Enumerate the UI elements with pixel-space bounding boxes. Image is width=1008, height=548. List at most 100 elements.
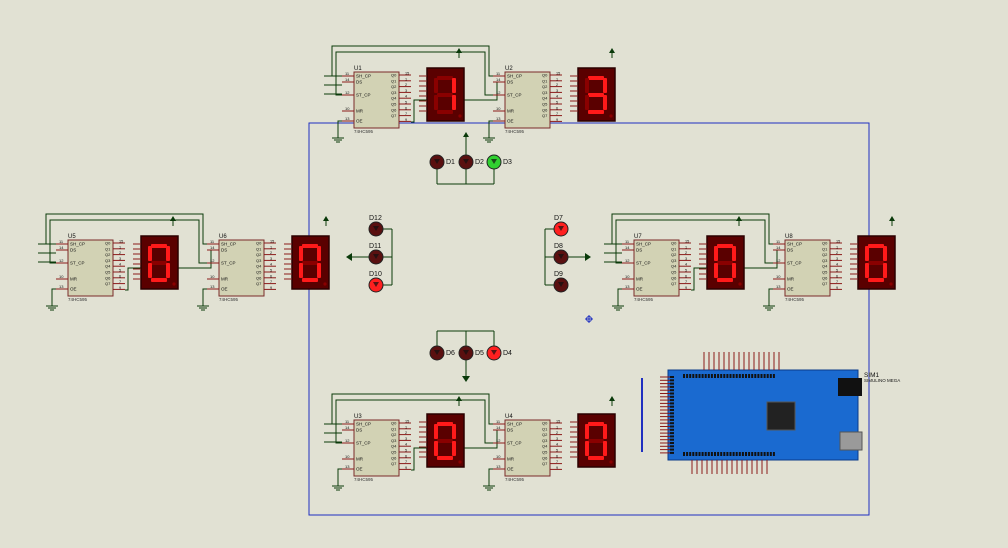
led[interactable]: D2 xyxy=(458,154,484,184)
chip-body[interactable] xyxy=(353,71,400,129)
header-pin xyxy=(754,374,757,378)
pin-label: Q5 xyxy=(822,270,828,275)
pin-number: 11 xyxy=(496,71,501,76)
pin-label: ST_CP xyxy=(787,261,802,266)
header-pin xyxy=(695,374,698,378)
led[interactable]: D7 xyxy=(545,215,569,237)
display-segment xyxy=(603,95,607,110)
display-segment xyxy=(434,424,438,439)
pin-number: 9 xyxy=(556,118,558,122)
chip-body[interactable] xyxy=(218,239,265,297)
pin-number: 4 xyxy=(556,95,558,99)
frame-border xyxy=(308,122,870,516)
led[interactable]: D3 xyxy=(486,154,512,184)
display-segment xyxy=(588,422,604,426)
header-pin xyxy=(670,435,674,438)
chip-body[interactable] xyxy=(504,419,551,477)
power-arrow-icon xyxy=(609,396,615,401)
header-pin xyxy=(670,399,674,402)
simulino-mega-board[interactable] xyxy=(641,352,863,474)
pin-label: Q5 xyxy=(391,450,397,455)
pin-number: 6 xyxy=(119,274,121,278)
pin-label: Q4 xyxy=(256,264,262,269)
diode-icon xyxy=(491,159,497,164)
chip-ref: U7 xyxy=(634,234,642,240)
pin-number: 4 xyxy=(556,443,558,447)
diode-icon xyxy=(463,159,469,164)
pin-number: 7 xyxy=(556,460,558,464)
led[interactable]: D8 xyxy=(545,243,569,265)
power-arrow-icon xyxy=(463,132,469,137)
display-dot xyxy=(458,460,462,464)
header-pin xyxy=(689,452,692,456)
pin-label: Q7 xyxy=(105,281,111,286)
header-pin xyxy=(670,385,674,388)
display-segment xyxy=(865,246,869,261)
chip-body[interactable] xyxy=(504,71,551,129)
header-pin xyxy=(670,438,674,441)
header-pin xyxy=(754,452,757,456)
display-dot xyxy=(889,282,893,286)
pin-label: Q3 xyxy=(391,438,397,443)
chip-body[interactable] xyxy=(67,239,114,297)
display-segment xyxy=(588,76,604,80)
pin-label: Q7 xyxy=(391,461,397,466)
pin-number: 13 xyxy=(625,284,630,289)
led[interactable]: D4 xyxy=(486,331,512,361)
chip-part: 74HC595 xyxy=(634,297,654,302)
chip-ref: U3 xyxy=(354,414,362,420)
pin-number: 11 xyxy=(496,419,501,424)
arrow-left-icon xyxy=(346,253,352,261)
power-jack xyxy=(838,378,862,396)
pin-label: Q6 xyxy=(542,455,548,460)
chip-body[interactable] xyxy=(633,239,680,297)
pin-number: 7 xyxy=(405,460,407,464)
chip-body[interactable] xyxy=(353,419,400,477)
pin-number: 13 xyxy=(210,284,215,289)
header-pin xyxy=(745,374,747,378)
pin-number: 2 xyxy=(405,431,407,435)
pin-number: 5 xyxy=(119,269,121,273)
seven-segment-display: 0 xyxy=(850,235,896,290)
led[interactable]: D10 xyxy=(368,271,392,293)
led-ref: D6 xyxy=(446,350,455,357)
led[interactable]: D12 xyxy=(368,215,392,237)
power-symbol xyxy=(456,48,462,58)
pin-number: 9 xyxy=(556,466,558,470)
wire xyxy=(335,51,493,96)
pin-number: 6 xyxy=(556,454,558,458)
pin-number: 9 xyxy=(405,118,407,122)
diode-icon xyxy=(373,254,379,259)
header-pin xyxy=(769,452,772,456)
display-segment xyxy=(452,95,456,110)
diode-icon xyxy=(373,226,379,231)
ground-symbol xyxy=(46,300,58,311)
pin-number: 15 xyxy=(836,240,840,244)
led[interactable]: D1 xyxy=(429,154,455,184)
chip-ref: U2 xyxy=(505,66,513,72)
pin-label: DS xyxy=(636,248,642,253)
led[interactable]: D5 xyxy=(458,331,484,361)
pin-number: 1 xyxy=(836,245,838,249)
seven-segment-display: 0 xyxy=(570,413,616,468)
board-body[interactable] xyxy=(667,369,859,461)
led[interactable]: D6 xyxy=(429,331,455,361)
pin-label: Q6 xyxy=(671,275,677,280)
led[interactable]: D11 xyxy=(368,243,392,265)
pin-number: 10 xyxy=(345,106,350,111)
power-arrow-icon xyxy=(170,216,176,221)
wire xyxy=(768,288,773,300)
display-segment xyxy=(434,95,438,110)
chip-body[interactable] xyxy=(784,239,831,297)
led[interactable]: D9 xyxy=(545,271,569,293)
header-pin xyxy=(670,376,674,378)
header-pin xyxy=(698,452,701,456)
pin-number: 9 xyxy=(270,286,272,290)
display-segment xyxy=(166,246,170,261)
display-segment xyxy=(434,78,438,93)
pin-number: 13 xyxy=(496,464,501,469)
pin-number: 12 xyxy=(210,258,215,263)
display-segment xyxy=(588,456,604,460)
header-pin xyxy=(689,374,692,378)
header-pin xyxy=(763,452,766,456)
